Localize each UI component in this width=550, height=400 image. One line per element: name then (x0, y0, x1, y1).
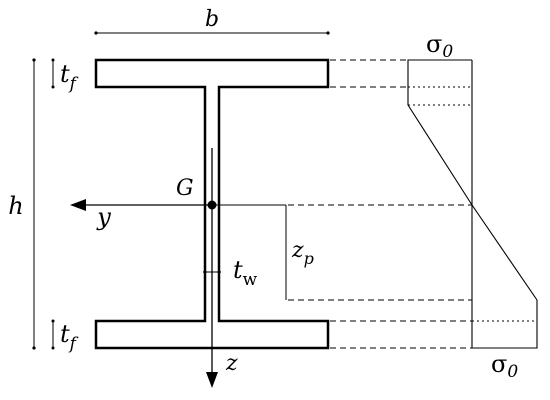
label-tw: tw (233, 256, 258, 290)
dimension-b (94, 31, 330, 35)
label-sigma-top: σ0 (426, 30, 453, 62)
label-G: G (176, 176, 194, 201)
label-sigma-bottom: σ0 (491, 350, 518, 382)
dimension-h (32, 58, 36, 350)
label-tf-bottom: tf (60, 320, 79, 354)
dimension-tf-top (51, 58, 55, 89)
stress-diagram (407, 59, 538, 349)
z-axis-arrowhead (206, 372, 218, 388)
dimension-tf-bottom (51, 319, 55, 350)
label-y: y (96, 203, 111, 231)
label-zp: zp (291, 238, 314, 268)
label-tf-top: tf (60, 60, 79, 94)
y-axis-arrowhead (70, 199, 86, 211)
label-h: h (8, 192, 23, 220)
stress-diagram-dotted-lines (408, 86, 537, 322)
label-z: z (225, 351, 238, 376)
projection-lines (288, 59, 472, 349)
i-beam-section (94, 58, 330, 350)
label-b: b (205, 7, 219, 32)
